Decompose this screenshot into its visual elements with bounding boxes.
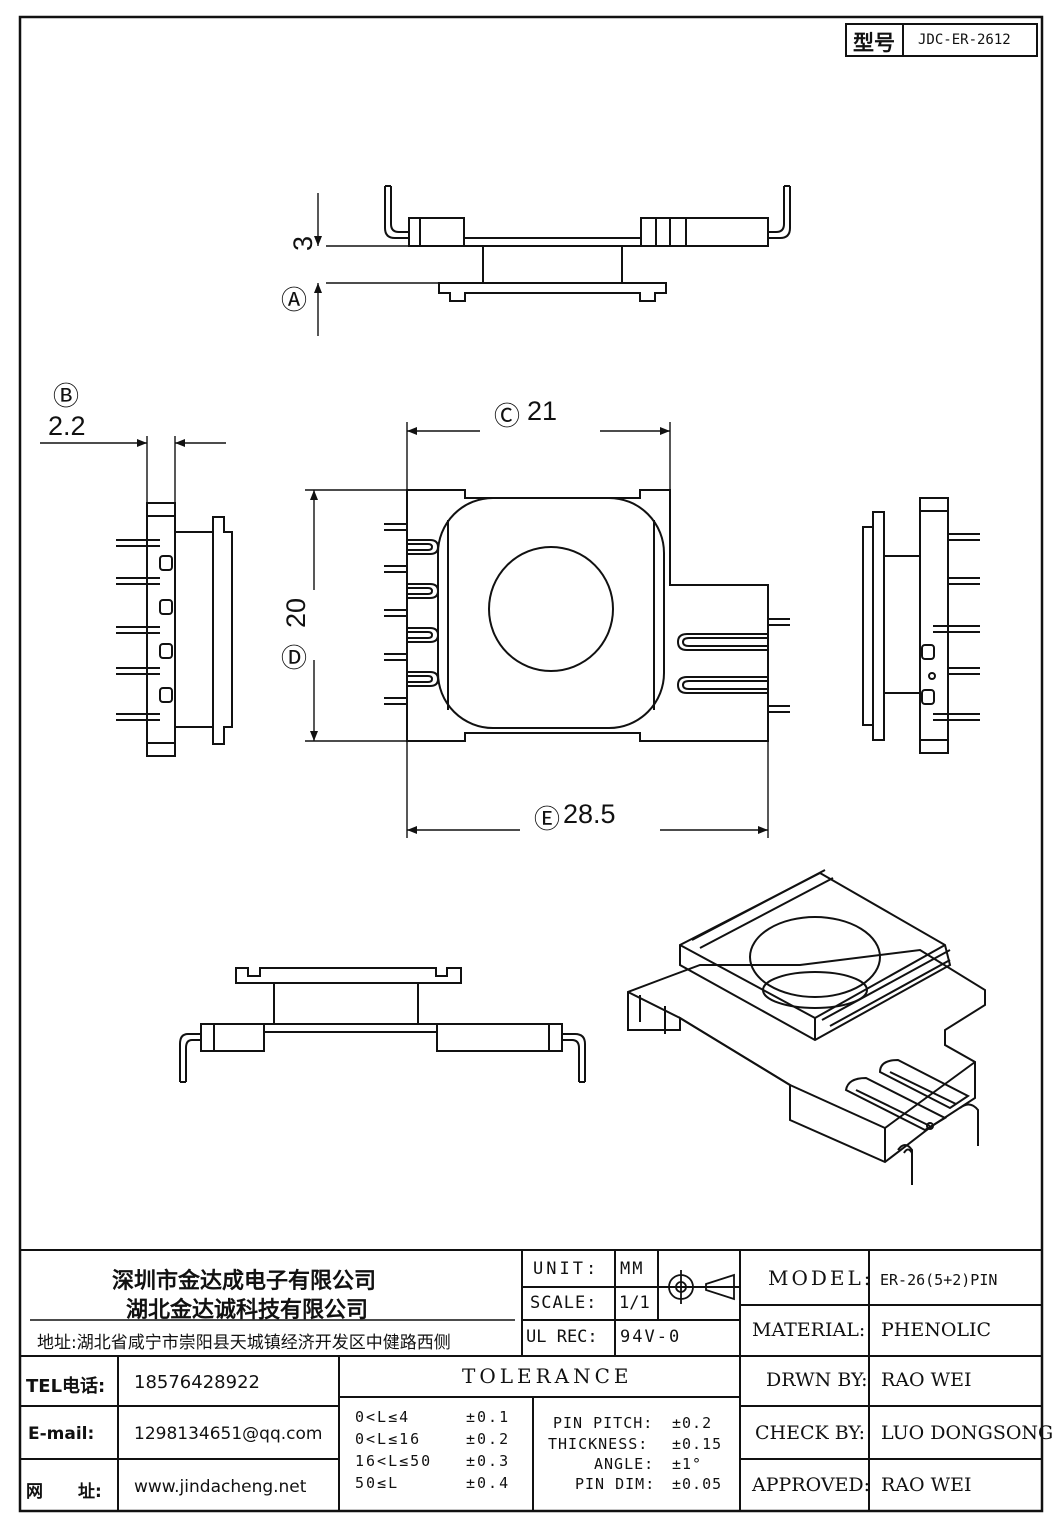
- web-label-1: 网: [26, 1482, 43, 1502]
- tel-value: 18576428922: [134, 1372, 260, 1393]
- spec-value-angle: ±1°: [672, 1455, 703, 1473]
- approved-value: RAO WEI: [881, 1474, 972, 1496]
- email-value: 1298134651@qq.com: [134, 1424, 323, 1444]
- main-view-dim-lines: [305, 422, 769, 838]
- tel-label: TEL电话:: [26, 1376, 106, 1397]
- model-box-label: 型号: [853, 31, 895, 55]
- material-label: MATERIAL:: [752, 1319, 866, 1341]
- email-label: E-mail:: [28, 1424, 95, 1444]
- ul-rec-label: UL REC:: [526, 1327, 598, 1347]
- dim-e-marker: Ⓔ: [534, 804, 561, 834]
- company-name-1: 深圳市金达成电子有限公司: [112, 1269, 377, 1294]
- company-address: 地址:湖北省咸宁市崇阳县天城镇经济开发区中健路西侧: [37, 1333, 451, 1353]
- web-label-2: 址:: [78, 1482, 102, 1502]
- ul-rec-value: 94V-0: [620, 1327, 682, 1347]
- dim-a-marker: Ⓐ: [281, 285, 308, 315]
- spec-value-pin-dim: ±0.05: [672, 1475, 723, 1493]
- dim-e-value: 28.5: [563, 799, 616, 829]
- dim-a-value: 3: [288, 235, 318, 251]
- tolerance-range-2: 0<L≤16: [355, 1430, 422, 1448]
- spec-label-pin-pitch: PIN PITCH:: [553, 1414, 654, 1432]
- tolerance-title: TOLERANCE: [462, 1364, 633, 1388]
- dim-b-value: 2.2: [48, 411, 86, 441]
- isometric-view: [627, 869, 986, 1185]
- dim-b-lines: [40, 436, 226, 503]
- left-side-view: [116, 502, 233, 757]
- model-value: ER-26(5+2)PIN: [880, 1271, 998, 1289]
- right-side-view: [862, 497, 980, 754]
- tolerance-range-1: 0<L≤4: [355, 1408, 411, 1426]
- title-block-grid: [20, 1249, 1042, 1511]
- check-by-value: LUO DONGSONG: [881, 1422, 1054, 1444]
- dim-c-value: 21: [527, 396, 558, 426]
- spec-label-thickness: THICKNESS:: [548, 1435, 649, 1453]
- dim-b-marker: Ⓑ: [53, 381, 80, 411]
- bottom-side-view: [179, 967, 586, 1083]
- sheet-border: [18, 15, 1044, 1513]
- model-box-value: JDC-ER-2612: [918, 32, 1011, 48]
- company-name-2: 湖北金达诚科技有限公司: [126, 1298, 369, 1323]
- check-by-label: CHECK BY:: [755, 1422, 865, 1444]
- drawn-by-label: DRWN BY:: [766, 1369, 868, 1391]
- scale-label: SCALE:: [530, 1293, 598, 1313]
- web-value: www.jindacheng.net: [134, 1477, 307, 1497]
- material-value: PHENOLIC: [881, 1319, 992, 1341]
- unit-value: MM: [620, 1259, 645, 1279]
- spec-value-pin-pitch: ±0.2: [672, 1414, 713, 1432]
- spec-value-thickness: ±0.15: [672, 1435, 723, 1453]
- dim-c-marker: Ⓒ: [494, 401, 521, 431]
- projection-symbol-icon: [664, 1270, 740, 1304]
- top-side-view: [384, 185, 791, 302]
- model-box: [845, 23, 1038, 57]
- scale-value: 1/1: [619, 1293, 650, 1313]
- tolerance-range-4: 50≤L: [355, 1474, 400, 1492]
- spec-label-angle: ANGLE:: [594, 1455, 655, 1473]
- model-label: MODEL:: [768, 1266, 874, 1290]
- drawn-by-value: RAO WEI: [881, 1369, 972, 1391]
- tolerance-value-4: ±0.4: [466, 1474, 511, 1492]
- dim-d-marker: Ⓓ: [281, 643, 308, 673]
- spec-label-pin-dim: PIN DIM:: [575, 1475, 656, 1493]
- tolerance-value-3: ±0.3: [466, 1452, 511, 1470]
- tolerance-range-3: 16<L≤50: [355, 1452, 433, 1470]
- tolerance-value-1: ±0.1: [466, 1408, 511, 1426]
- approved-label: APPROVED:: [752, 1474, 871, 1496]
- main-top-view: [384, 489, 790, 742]
- tolerance-value-2: ±0.2: [466, 1430, 511, 1448]
- dim-a-lines: [314, 193, 483, 336]
- unit-label: UNIT:: [533, 1259, 600, 1279]
- dim-d-value: 20: [281, 597, 311, 628]
